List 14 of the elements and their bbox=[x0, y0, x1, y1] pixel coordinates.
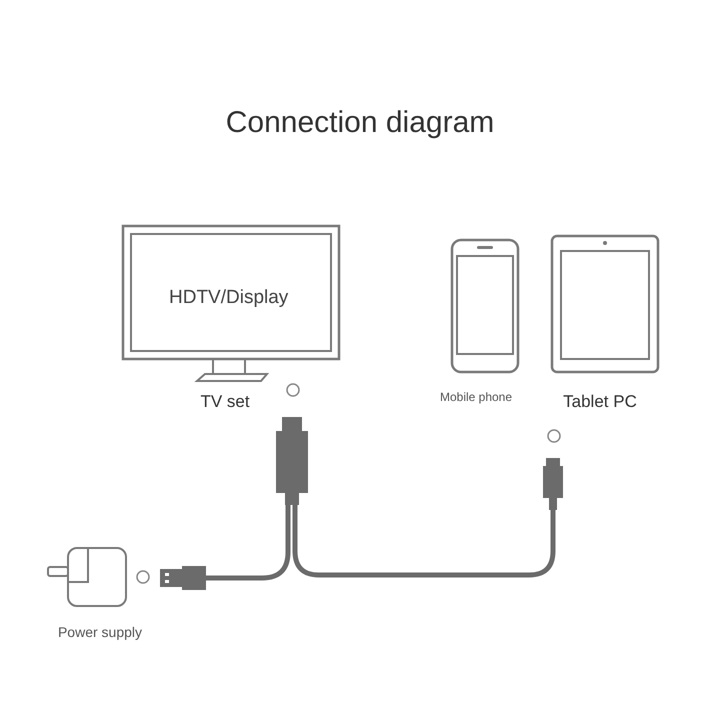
tablet-drawing bbox=[550, 234, 660, 374]
usb-plug-icon bbox=[160, 566, 206, 590]
screen-label: HDTV/Display bbox=[169, 286, 288, 310]
diagram-title: Connection diagram bbox=[226, 105, 494, 141]
hdmi-plug-icon bbox=[276, 417, 308, 505]
micro-usb-plug-icon bbox=[543, 458, 563, 510]
cable bbox=[206, 505, 290, 580]
power-adapter-drawing bbox=[46, 546, 129, 609]
mobile-phone-drawing bbox=[450, 238, 520, 374]
device-caption: TV set bbox=[199, 391, 251, 413]
device-caption: Mobile phone bbox=[438, 389, 514, 406]
cable bbox=[292, 505, 556, 578]
device-caption: Tablet PC bbox=[562, 391, 638, 413]
device-caption: Power supply bbox=[56, 623, 144, 642]
